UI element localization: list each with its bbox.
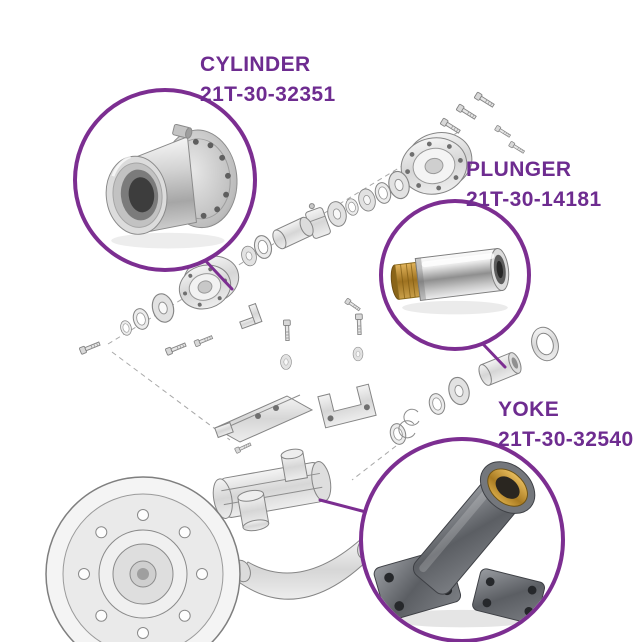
- yoke-label: YOKE 21T-30-32540: [498, 395, 634, 455]
- bolt-cluster-lower-left: [78, 333, 214, 356]
- small-hardware: [214, 408, 420, 454]
- yoke-callout-circle: [359, 437, 565, 642]
- vertical-bolts-center: [280, 313, 364, 370]
- yoke-part-number: 21T-30-32540: [498, 428, 634, 451]
- seal-rings-lower-left: [118, 290, 178, 337]
- right-parts-cluster: [344, 297, 559, 439]
- curved-arm-drawing: [233, 536, 375, 600]
- idler-drum-drawing: [45, 476, 241, 642]
- plunger-part-name: PLUNGER: [466, 158, 572, 181]
- cylinder-callout-circle: [73, 88, 257, 272]
- plunger-photo: [390, 248, 510, 315]
- yoke-part-name: YOKE: [498, 398, 560, 421]
- leader-lines: [201, 256, 507, 514]
- small-bracket-drawing: [239, 302, 263, 330]
- plunger-label: PLUNGER 21T-30-14181: [466, 155, 602, 215]
- plunger-callout-circle: [379, 199, 531, 351]
- plunger-part-number: 21T-30-14181: [466, 188, 602, 211]
- hub-drawing-top-right: [400, 132, 473, 195]
- cylinder-part-number: 21T-30-32351: [200, 83, 336, 106]
- yoke-photo: [373, 461, 546, 628]
- u-bracket-drawing: [317, 383, 377, 429]
- carrier-assembly-drawing: [212, 448, 332, 532]
- seal-ring-chain: [239, 168, 413, 268]
- mounting-plate-drawing: [213, 394, 314, 443]
- cylinder-label: CYLINDER 21T-30-32351: [200, 50, 336, 110]
- cylinder-photo: [105, 123, 238, 249]
- hub-drawing-center: [178, 255, 240, 310]
- cylinder-part-name: CYLINDER: [200, 53, 311, 76]
